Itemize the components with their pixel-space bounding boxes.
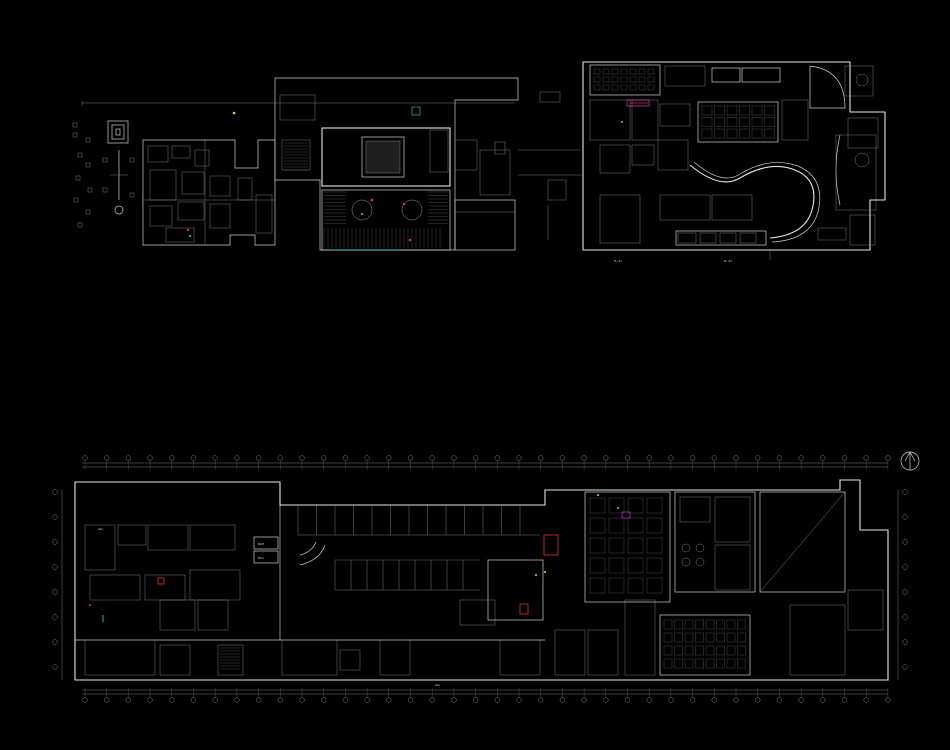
right-block-rooms — [534, 491, 884, 676]
left-wing — [142, 111, 276, 246]
north-arrow-icon — [900, 451, 920, 471]
row-grid-bubbles — [52, 489, 908, 670]
top-tag: AAA — [98, 527, 103, 531]
parking-bays — [297, 505, 540, 591]
lift-a-tag: BAUT — [258, 542, 265, 546]
middle-service-area — [281, 534, 619, 676]
garden-area — [72, 120, 135, 228]
connector — [518, 91, 582, 240]
lift-b-tag: ESCL — [258, 556, 265, 560]
upper-right-tag: PL-02 — [724, 259, 732, 263]
lower-floor-plan: BAUT ESCL AAA AAA — [52, 451, 920, 703]
upper-left-tag: PL-01 — [614, 259, 622, 263]
central-lobby — [274, 77, 519, 251]
bottom-tag: AAA — [435, 683, 440, 687]
upper-floor-plan: PL-01 PL-02 — [72, 61, 886, 263]
column-grid-bubbles — [82, 455, 891, 703]
right-wing — [582, 61, 886, 260]
left-block-rooms: BAUT ESCL AAA AAA — [84, 524, 440, 687]
